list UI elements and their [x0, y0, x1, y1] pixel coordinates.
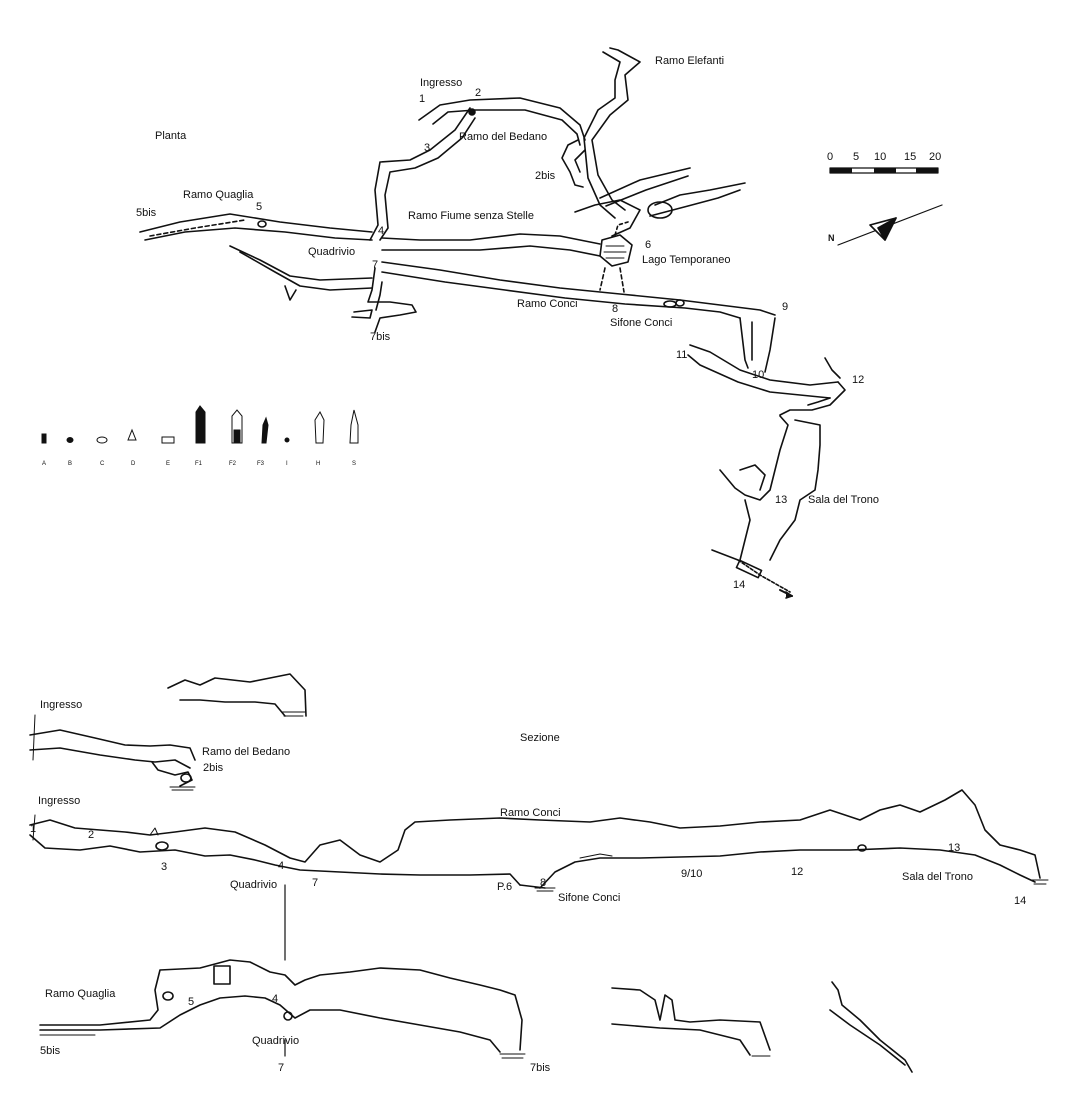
plan-lago — [599, 221, 633, 293]
station-12: 12 — [852, 374, 865, 386]
station-6: 6 — [645, 239, 652, 251]
plan-ramo-conci — [381, 261, 776, 319]
section-main-n8: 8 — [540, 877, 547, 889]
section-bedano-2bis: 2bis — [203, 762, 224, 774]
section-bedano — [29, 714, 196, 791]
section-quaglia-5bis: 5bis — [40, 1045, 61, 1057]
station-5bis: 5bis — [136, 207, 157, 219]
section-main-ramo-conci: Ramo Conci — [500, 807, 561, 819]
station-9: 9 — [782, 301, 789, 313]
section-bedano-ingresso: Ingresso — [40, 699, 83, 711]
north-label: N — [828, 233, 835, 243]
section-main-quadrivio: Quadrivio — [230, 879, 278, 891]
station-5: 5 — [256, 201, 263, 213]
plan-ramo-fiume — [381, 233, 601, 257]
legend-figures — [41, 405, 359, 444]
station-13: 13 — [775, 494, 788, 506]
section-quaglia-n5: 5 — [188, 996, 195, 1008]
station-8: 8 — [612, 303, 619, 315]
label-ramo-quaglia: Ramo Quaglia — [183, 189, 254, 201]
label-sala-del-trono: Sala del Trono — [808, 494, 879, 506]
station-2: 2 — [475, 87, 482, 99]
section-main-n13: 13 — [948, 842, 961, 854]
label-lago-temporaneo: Lago Temporaneo — [642, 254, 731, 266]
station-7bis: 7bis — [370, 331, 391, 343]
station-11: 11 — [676, 349, 688, 361]
scale-tick-10: 10 — [874, 151, 887, 163]
section-title: Sezione — [520, 732, 560, 744]
plan-east-branch — [574, 167, 746, 237]
section-bedano-label: Ramo del Bedano — [202, 746, 291, 758]
legend-letter-i: I — [286, 461, 288, 467]
section-main-n1: 1 — [30, 823, 37, 835]
station-7: 7 — [372, 259, 379, 271]
scale-tick-5: 5 — [853, 151, 860, 163]
section-quaglia-n7bis: 7bis — [530, 1062, 551, 1074]
legend-letter-s: S — [352, 461, 357, 467]
legend-letter-a: A — [42, 461, 47, 467]
section-main-n4: 4 — [278, 860, 285, 872]
section-quaglia-quadrivio: Quadrivio — [252, 1035, 300, 1047]
plan-ramo-elefanti — [583, 47, 641, 219]
plan-rooms-9-12 — [687, 317, 846, 416]
scale-bar — [829, 167, 939, 174]
label-quadrivio: Quadrivio — [308, 246, 356, 258]
legend-letter-f1: F1 — [195, 461, 203, 467]
section-main-n3: 3 — [161, 861, 168, 873]
label-ramo-bedano: Ramo del Bedano — [459, 131, 548, 143]
label-sifone-conci: Sifone Conci — [610, 317, 673, 329]
plan-ramo-quaglia — [139, 213, 373, 241]
section-main-sifone: Sifone Conci — [558, 892, 621, 904]
section-main-n12: 12 — [791, 866, 804, 878]
station-4: 4 — [378, 225, 385, 237]
label-ingresso: Ingresso — [420, 77, 463, 89]
label-ramo-conci: Ramo Conci — [517, 298, 578, 310]
legend-letter-h: H — [316, 461, 321, 467]
north-arrow-icon — [837, 204, 943, 246]
section-quaglia-n7: 7 — [278, 1062, 285, 1074]
section-quaglia-n4: 4 — [272, 993, 279, 1005]
scale-tick-0: 0 — [827, 151, 834, 163]
section-main-n2: 2 — [88, 829, 95, 841]
plan-quadrivio — [229, 245, 417, 333]
station-14: 14 — [733, 579, 746, 591]
station-3: 3 — [424, 142, 431, 154]
plan-sala-trono — [711, 415, 821, 599]
legend-letter-b: B — [68, 461, 73, 467]
section-main-p6: P.6 — [497, 881, 513, 893]
section-main-profile — [29, 789, 1049, 961]
legend-letter-c: C — [100, 461, 105, 467]
scale-tick-15: 15 — [904, 151, 917, 163]
plan-ramo-bedano — [561, 139, 586, 188]
section-main-n910: 9/10 — [681, 868, 703, 880]
plan-title: Planta — [155, 130, 187, 142]
section-quaglia — [39, 959, 526, 1059]
plan-main-gallery — [369, 97, 586, 241]
section-main-n14: 14 — [1014, 895, 1027, 907]
section-detail-a — [167, 673, 307, 717]
station-1: 1 — [419, 93, 426, 105]
legend-letter-e: E — [166, 461, 171, 467]
section-quaglia-label: Ramo Quaglia — [45, 988, 116, 1000]
station-10: 10 — [752, 369, 765, 381]
section-main-sala-trono: Sala del Trono — [902, 871, 973, 883]
section-main-n7: 7 — [312, 877, 319, 889]
legend-letter-f3: F3 — [257, 461, 265, 467]
section-detail-b — [611, 987, 771, 1057]
section-detail-c — [829, 981, 913, 1073]
label-ramo-elefanti: Ramo Elefanti — [655, 55, 725, 67]
section-main-ingresso: Ingresso — [38, 795, 81, 807]
station-2bis: 2bis — [535, 170, 556, 182]
legend-letter-f2: F2 — [229, 461, 237, 467]
legend-letter-d: D — [131, 461, 136, 467]
label-ramo-fiume: Ramo Fiume senza Stelle — [408, 210, 534, 222]
scale-tick-20: 20 — [929, 151, 942, 163]
